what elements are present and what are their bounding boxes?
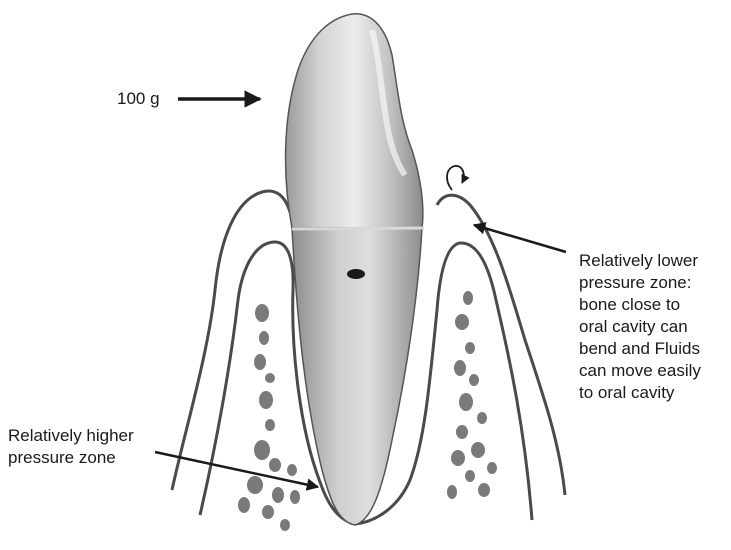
higher-pressure-line: Relatively higher bbox=[8, 425, 134, 447]
right-bone-spots bbox=[447, 291, 497, 499]
force-label: 100 g bbox=[117, 88, 160, 110]
tooth bbox=[286, 14, 424, 525]
lower-pressure-line: bone close to bbox=[579, 294, 701, 316]
lower-pressure-pointer bbox=[474, 225, 566, 252]
lower-pressure-line: can move easily bbox=[579, 360, 701, 382]
lower-pressure-line: to oral cavity bbox=[579, 382, 701, 404]
lower-pressure-line: oral cavity can bbox=[579, 316, 701, 338]
higher-pressure-label: Relatively higher pressure zone bbox=[8, 425, 134, 469]
center-of-resistance-dot bbox=[347, 269, 365, 279]
lower-pressure-line: Relatively lower bbox=[579, 250, 701, 272]
tooth-crown bbox=[286, 14, 423, 228]
left-bone-spots bbox=[238, 304, 300, 531]
cemento-enamel-junction bbox=[292, 228, 424, 229]
higher-pressure-line: pressure zone bbox=[8, 447, 134, 469]
lower-pressure-line: pressure zone: bbox=[579, 272, 701, 294]
right-outer-gingiva bbox=[437, 195, 565, 495]
bending-curl-arrow bbox=[447, 166, 464, 190]
lower-pressure-label: Relatively lower pressure zone: bone clo… bbox=[579, 250, 701, 404]
left-outer-gingiva bbox=[172, 191, 290, 490]
lower-pressure-line: bend and Fluids bbox=[579, 338, 701, 360]
